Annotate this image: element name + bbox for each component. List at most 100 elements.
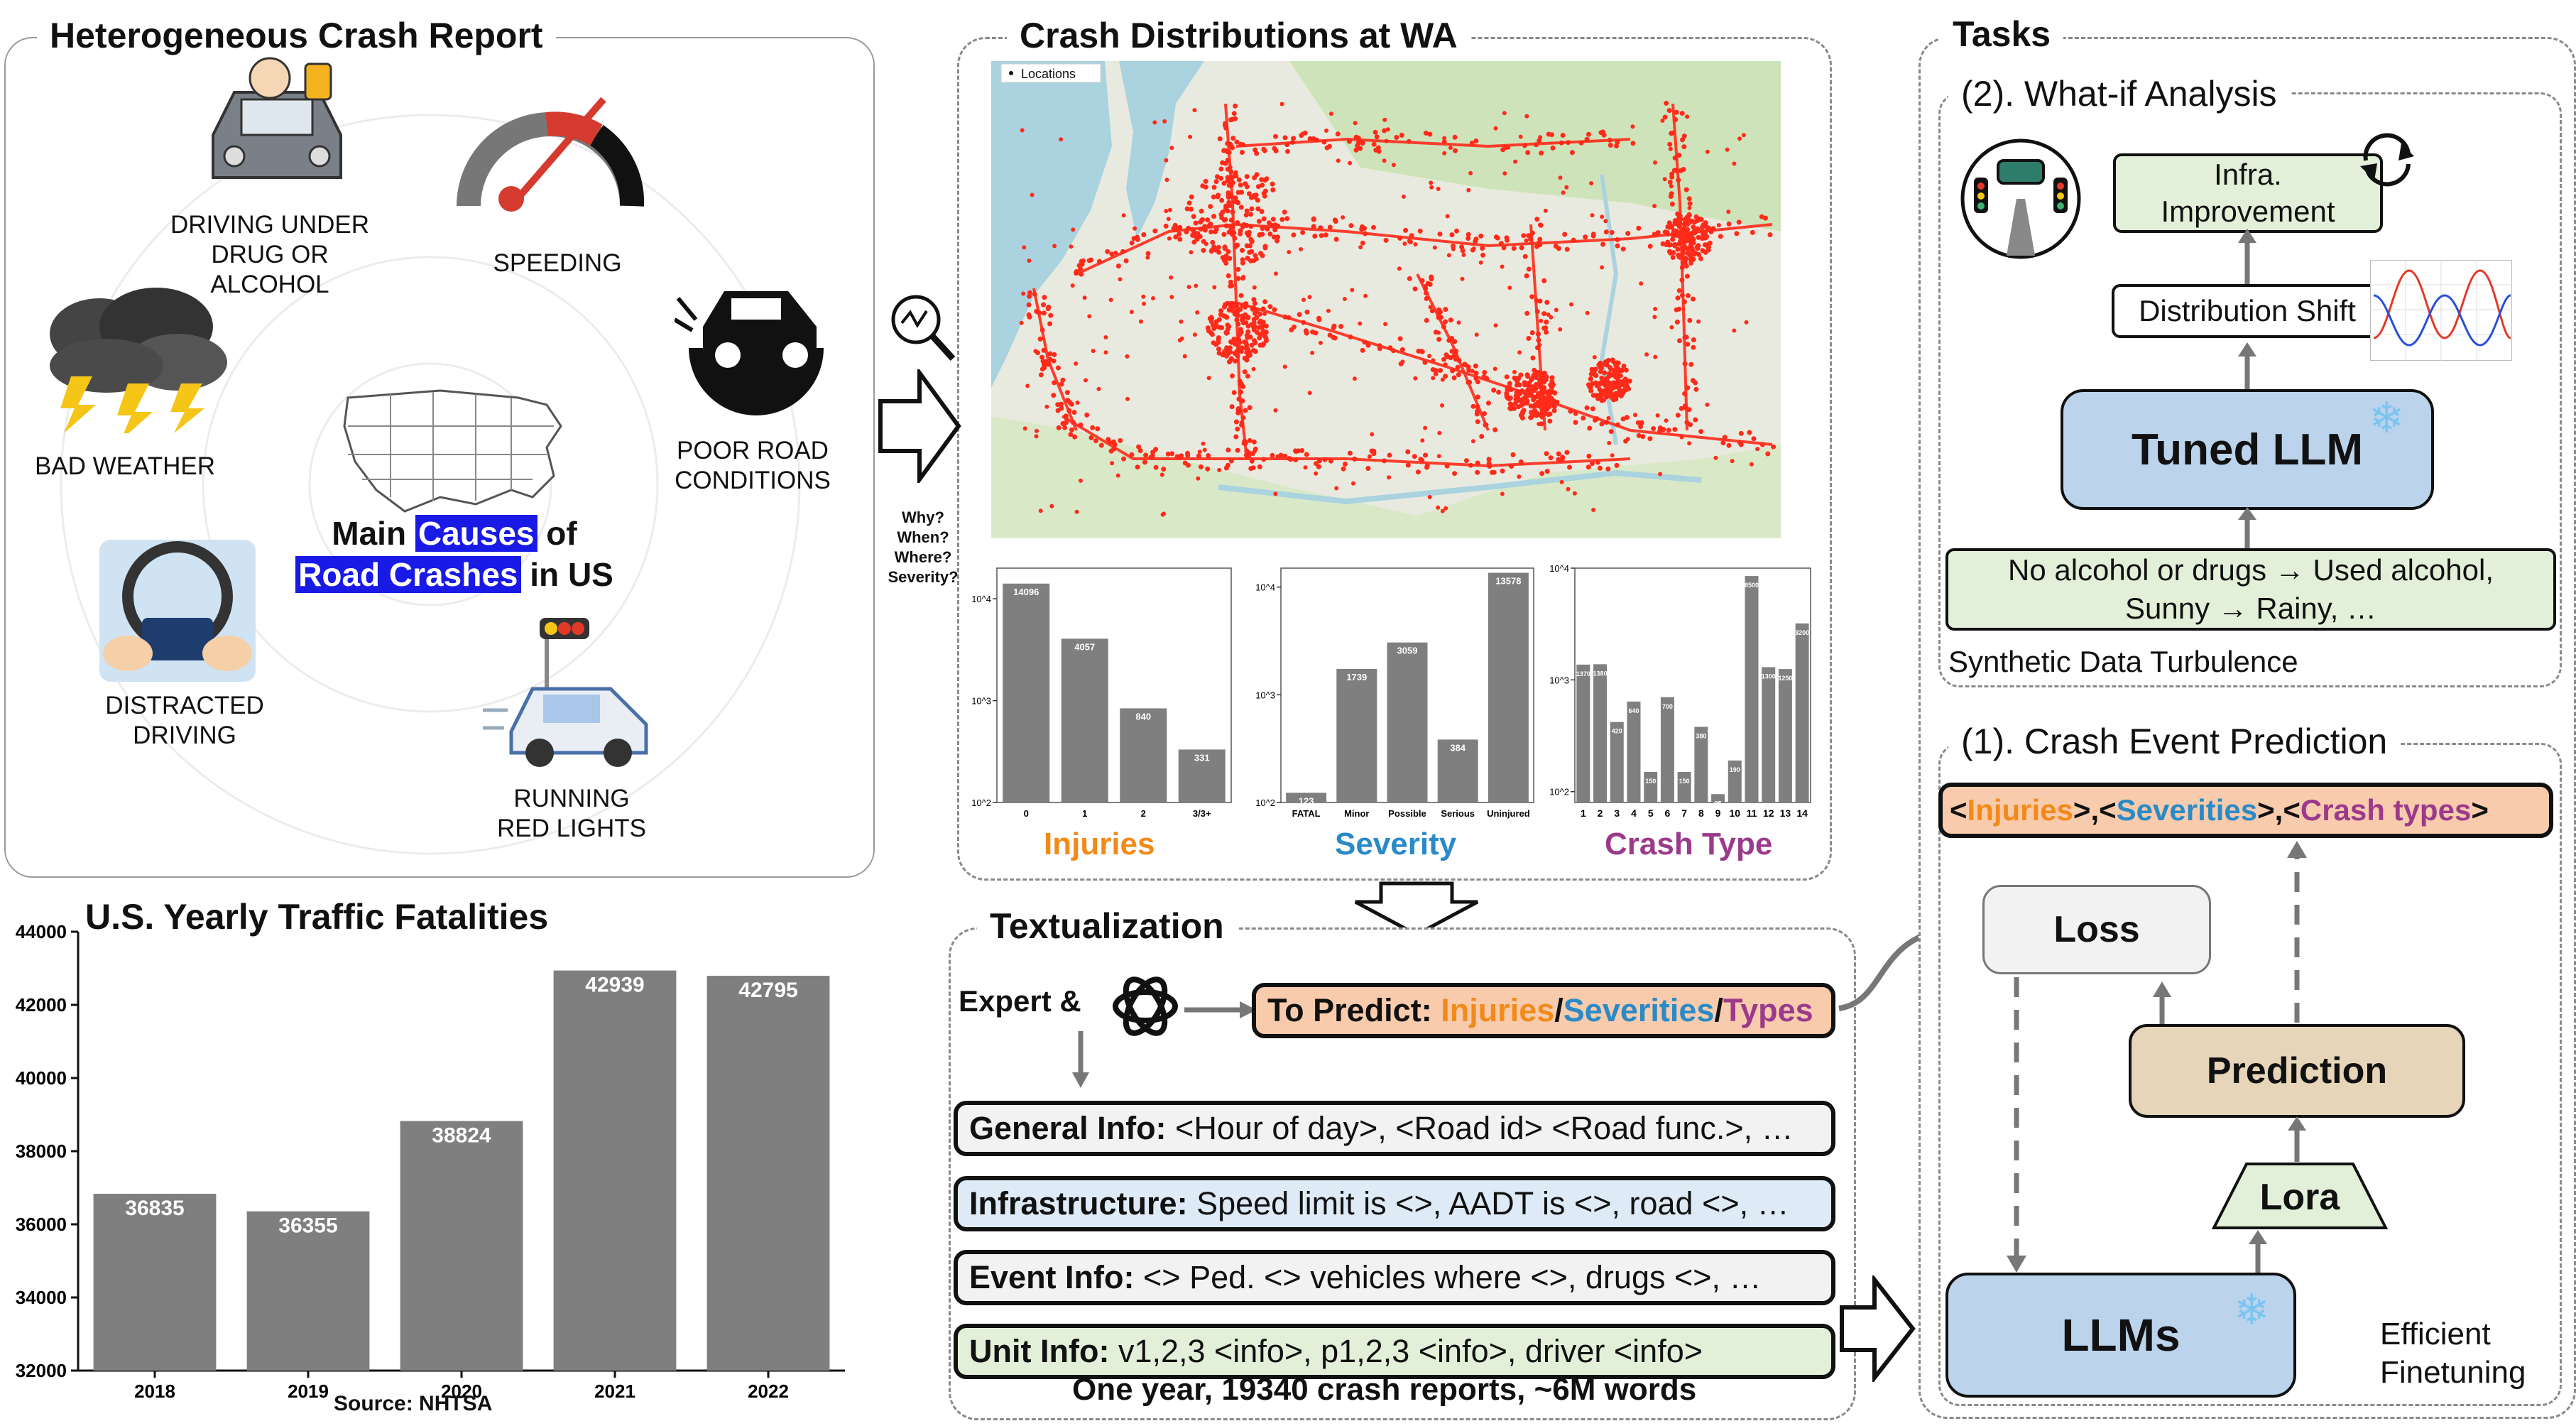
crash-point — [1210, 322, 1216, 327]
crash-point — [1538, 135, 1543, 140]
crash-point — [1478, 260, 1483, 265]
crash-point — [1539, 395, 1544, 401]
crash-point — [1332, 335, 1338, 341]
crash-point — [1549, 315, 1554, 320]
crash-point — [1262, 299, 1268, 305]
x-tick-label: 10 — [1729, 807, 1740, 819]
crash-point — [1291, 232, 1297, 238]
crash-point — [1443, 362, 1448, 367]
crash-point — [1594, 416, 1600, 422]
crash-point — [1674, 320, 1680, 325]
y-tick-label: 10^3 — [971, 696, 991, 707]
crash-point — [1691, 219, 1697, 224]
causes-rings — [60, 114, 801, 855]
crash-route — [1076, 222, 1773, 276]
crash-point — [1475, 404, 1480, 410]
crash-point — [1687, 219, 1692, 225]
crash-point — [1595, 459, 1600, 465]
crash-point — [1508, 406, 1514, 412]
crash-point — [1166, 217, 1171, 222]
crash-point — [1355, 135, 1361, 141]
crash-point — [1225, 327, 1230, 332]
crash-point — [1039, 327, 1045, 333]
crash-point — [1454, 228, 1459, 234]
crash-point — [1535, 412, 1541, 418]
crash-point — [1358, 146, 1363, 151]
crash-point — [1186, 200, 1192, 206]
crash-point — [1552, 390, 1558, 396]
crash-point — [1138, 319, 1143, 324]
bar — [1610, 722, 1624, 802]
crash-point — [1474, 332, 1479, 337]
crash-point — [1314, 471, 1319, 476]
crash-point — [1486, 457, 1492, 462]
crash-point — [1167, 207, 1172, 212]
crash-point — [1197, 450, 1202, 455]
bar-value-label: 420 — [1612, 728, 1622, 735]
crash-point — [1605, 357, 1611, 363]
crash-point — [1293, 457, 1299, 462]
crash-point — [1195, 310, 1200, 315]
crash-point — [1182, 460, 1188, 466]
fatalities-chart: 3200034000360003800040000420004400036835… — [16, 923, 845, 1402]
crash-point — [1524, 398, 1530, 404]
crash-point — [1560, 133, 1566, 138]
crash-point — [1233, 358, 1238, 364]
crash-point — [1316, 317, 1322, 322]
crash-point — [1062, 425, 1068, 430]
crash-point — [1405, 449, 1411, 455]
crash-point — [1559, 140, 1564, 146]
crash-point — [1534, 309, 1540, 315]
crash-point — [1670, 255, 1676, 260]
efficient-caption: Efficient Finetuning — [2380, 1317, 2526, 1390]
crash-point — [1055, 408, 1061, 413]
lora-trapezoid — [2211, 1163, 2389, 1229]
car-red-light-icon — [483, 618, 648, 767]
crash-point — [1436, 315, 1441, 320]
crash-point — [1584, 136, 1590, 142]
crash-point — [1683, 187, 1689, 192]
crash-point — [1384, 138, 1389, 143]
crash-point — [1540, 389, 1546, 395]
crash-point — [1043, 359, 1048, 364]
crash-point — [1524, 381, 1529, 386]
crash-point — [1052, 380, 1057, 386]
crash-point — [1675, 246, 1681, 252]
cause-label-redlight: RUNNING RED LIGHTS — [496, 785, 647, 842]
crash-point — [1554, 307, 1559, 312]
crash-point — [1208, 249, 1214, 254]
crash-point — [1342, 297, 1347, 301]
crash-point — [1424, 317, 1429, 323]
crash-point — [1163, 223, 1169, 229]
crash-point — [1228, 349, 1233, 355]
crash-point — [1261, 216, 1267, 222]
crash-point — [1383, 322, 1388, 327]
crash-point — [1612, 361, 1618, 366]
crash-point — [1307, 391, 1312, 396]
crash-point — [1297, 312, 1302, 317]
crash-point — [1594, 383, 1600, 388]
crash-point — [1640, 434, 1646, 440]
predict-prefix: To Predict: — [1267, 992, 1432, 1028]
crash-point — [1693, 386, 1699, 392]
crash-point — [1218, 308, 1224, 314]
crash-point — [1603, 219, 1608, 224]
crash-point — [1685, 342, 1691, 347]
crash-point — [1335, 131, 1341, 137]
crash-point — [1681, 134, 1687, 139]
crash-point — [1264, 338, 1269, 344]
bar — [1003, 583, 1050, 802]
distribution-shift-plot — [2370, 260, 2512, 361]
crash-point — [1444, 463, 1450, 469]
crash-point — [1539, 471, 1545, 477]
crash-point — [1333, 236, 1339, 242]
crash-point — [1679, 277, 1685, 283]
crash-point — [1359, 227, 1365, 232]
crash-point — [1738, 430, 1744, 436]
crash-point — [1453, 356, 1458, 362]
crash-point — [1348, 223, 1354, 229]
crash-point — [1541, 385, 1546, 391]
crash-point — [1609, 229, 1615, 235]
y-tick-label: 32000 — [16, 1360, 67, 1381]
crash-point — [1600, 241, 1606, 247]
